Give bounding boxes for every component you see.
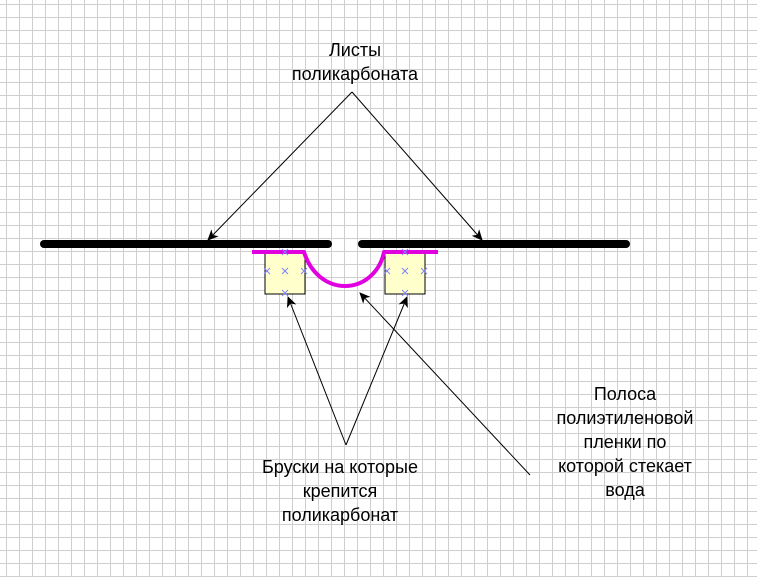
handle-icon — [401, 267, 409, 275]
label-wooden-bars: Бруски на которые крепится поликарбонат — [210, 455, 470, 527]
handle-icon — [420, 267, 428, 275]
selection-handles — [263, 248, 428, 297]
handle-icon — [281, 248, 289, 256]
label-line: вода — [605, 480, 645, 500]
handle-icon — [281, 289, 289, 297]
handle-icon — [401, 289, 409, 297]
label-line: которой стекает — [558, 456, 692, 476]
arrow-bars-right[interactable] — [345, 296, 408, 446]
arrow-bars-left[interactable] — [286, 296, 347, 446]
handle-icon — [263, 267, 271, 275]
handle-icon — [281, 267, 289, 275]
wooden-bar-right[interactable] — [384, 251, 426, 295]
label-line: поликарбонат — [281, 505, 399, 525]
handle-icon — [401, 248, 409, 256]
arrow-sheets-right[interactable] — [351, 91, 483, 241]
label-line: пленки по — [583, 432, 667, 452]
handle-icon — [383, 267, 391, 275]
label-line: Бруски на которые — [261, 457, 418, 477]
label-line: Полоса — [593, 384, 657, 404]
label-polyethylene-film: Полоса полиэтиленовой пленки по которой … — [520, 382, 730, 502]
arrow-film[interactable] — [359, 292, 531, 476]
polyethylene-film-strip[interactable] — [252, 250, 438, 288]
label-polycarbonate-sheets: Листы поликарбоната — [265, 38, 445, 86]
label-line: поликарбоната — [291, 64, 419, 84]
wooden-bar-left[interactable] — [264, 251, 306, 295]
arrow-sheets-left[interactable] — [207, 91, 353, 241]
label-line: полиэтиленовой — [556, 408, 694, 428]
label-line: Листы — [328, 40, 382, 60]
label-line: крепится — [302, 481, 378, 501]
handle-icon — [300, 267, 308, 275]
